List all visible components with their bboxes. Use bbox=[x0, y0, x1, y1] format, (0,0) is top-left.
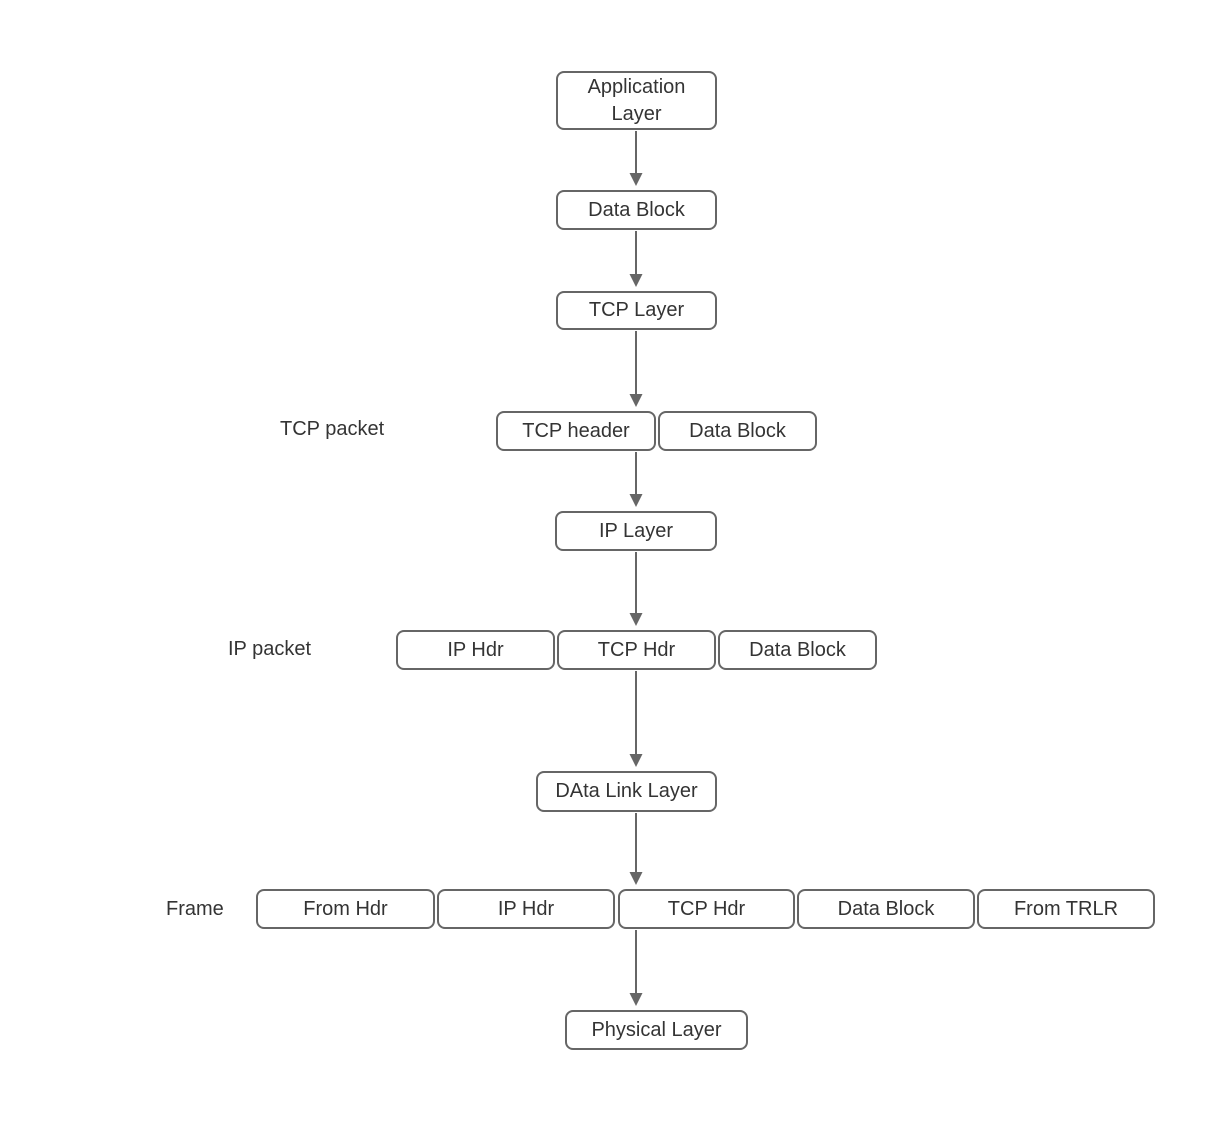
node-ip-packet-data-block: Data Block bbox=[718, 630, 877, 670]
row-label-tcp-packet: TCP packet bbox=[280, 418, 385, 440]
node-tcp-layer: TCP Layer bbox=[556, 291, 717, 330]
node-ip-packet-ip-hdr-label: IP Hdr bbox=[447, 638, 504, 661]
node-frame-from-hdr-label: From Hdr bbox=[303, 897, 388, 920]
node-tcp-packet-tcp-header-label: TCP header bbox=[522, 419, 630, 442]
node-frame-ip-hdr-label: IP Hdr bbox=[497, 897, 555, 920]
arrow-ippacket-to-datalink bbox=[629, 671, 643, 767]
node-data-block-top-label: Data Block bbox=[588, 198, 685, 221]
node-ip-packet-data-block-label: Data Block bbox=[749, 638, 846, 661]
row-label-frame: Frame bbox=[166, 898, 224, 920]
node-ip-layer: IP Layer bbox=[555, 511, 717, 551]
node-frame-tcp-hdr: TCP Hdr bbox=[618, 889, 795, 929]
node-tcp-packet-tcp-header: TCP header bbox=[496, 411, 656, 451]
node-data-link-layer: DAta Link Layer bbox=[536, 771, 717, 812]
node-frame-data-block: Data Block bbox=[797, 889, 975, 929]
node-tcp-packet-data-block-label: Data Block bbox=[689, 419, 786, 442]
node-physical-layer: Physical Layer bbox=[565, 1010, 748, 1050]
node-physical-layer-label: Physical Layer bbox=[591, 1018, 722, 1041]
arrow-tcppacket-to-iplayer bbox=[629, 452, 643, 507]
arrow-datalink-to-frame bbox=[629, 813, 643, 885]
node-frame-from-trlr: From TRLR bbox=[977, 889, 1155, 929]
arrow-application-to-datablock bbox=[629, 131, 643, 186]
node-frame-from-hdr: From Hdr bbox=[256, 889, 435, 929]
node-frame-tcp-hdr-label: TCP Hdr bbox=[667, 897, 746, 920]
node-ip-packet-tcp-hdr-label: TCP Hdr bbox=[597, 638, 676, 661]
node-ip-packet-ip-hdr: IP Hdr bbox=[396, 630, 555, 670]
arrow-frame-to-physical bbox=[629, 930, 643, 1006]
arrow-iplayer-to-ippacket bbox=[629, 552, 643, 626]
node-application-layer-label: Application Layer bbox=[587, 75, 686, 125]
arrow-datablock-to-tcplayer bbox=[629, 231, 643, 287]
node-frame-data-block-label: Data Block bbox=[837, 897, 935, 920]
node-frame-from-trlr-label: From TRLR bbox=[1013, 897, 1119, 920]
node-data-link-layer-label: DAta Link Layer bbox=[555, 780, 698, 802]
row-label-ip-packet: IP packet bbox=[228, 638, 312, 660]
arrow-tcplayer-to-tcppacket bbox=[629, 331, 643, 407]
node-ip-packet-tcp-hdr: TCP Hdr bbox=[557, 630, 716, 670]
node-data-block-top: Data Block bbox=[556, 190, 717, 230]
node-tcp-packet-data-block: Data Block bbox=[658, 411, 817, 451]
node-application-layer: Application Layer bbox=[556, 71, 717, 130]
node-frame-ip-hdr: IP Hdr bbox=[437, 889, 615, 929]
node-tcp-layer-label: TCP Layer bbox=[588, 299, 685, 321]
node-ip-layer-label: IP Layer bbox=[598, 519, 674, 542]
